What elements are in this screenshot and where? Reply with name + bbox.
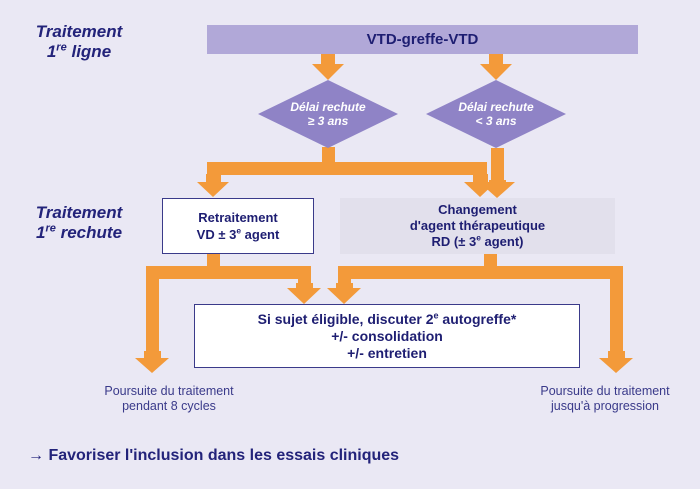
arrow-left-split-stem: [207, 254, 220, 269]
arrow-to-center-right: [327, 283, 361, 304]
arrow-to-retraitement: [197, 174, 229, 197]
diamond-right-text: Délai rechute< 3 ans: [458, 100, 534, 128]
footer-note: → Favoriser l'inclusion dans les essais …: [28, 447, 400, 464]
arrow-to-center-left: [287, 283, 321, 304]
vtd-box: VTD-greffe-VTD: [207, 25, 638, 54]
arrow-to-change-from-left: [464, 174, 496, 197]
label-first-line: Traitement 1re ligne: [35, 22, 123, 61]
changement-box: Changement d'agent thérapeutique RD (± 3…: [340, 198, 615, 254]
connector-arrows: [135, 54, 633, 373]
autogreffe-box: Si sujet éligible, discuter 2e autogreff…: [194, 304, 580, 368]
arrow-left-split-horizontal: [146, 266, 311, 279]
arrow-to-change-from-right: [479, 180, 515, 198]
arrow-left-diamond-stem: [322, 147, 335, 165]
arrow-branch-horizontal: [207, 162, 487, 175]
label-first-relapse: Traitement 1re rechute: [35, 203, 123, 242]
decision-diamond-left: [258, 80, 398, 148]
retraitement-box: Retraitement VD ± 3e agent: [162, 198, 314, 254]
arrow-right-split-horizontal: [338, 266, 623, 279]
arrow-to-diamond-right: [480, 54, 512, 80]
arrow-right-diamond-stem: [491, 148, 504, 180]
decision-diamond-right: [426, 80, 566, 148]
arrow-to-outcome-left: [135, 351, 169, 373]
arrow-to-diamond-left: [312, 54, 344, 80]
arrow-right-split-stem: [484, 254, 497, 269]
arrow-to-outcome-right: [599, 351, 633, 373]
diamond-left-text: Délai rechute≥ 3 ans: [290, 100, 366, 128]
